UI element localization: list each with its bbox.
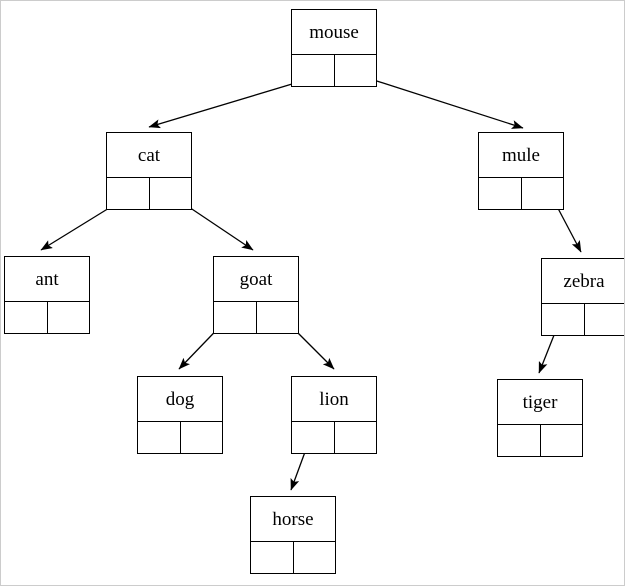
edge-mouse-right-to-mule xyxy=(354,73,524,129)
left-pointer-cell[interactable] xyxy=(292,422,335,453)
edge-mouse-left-to-cat xyxy=(148,77,313,129)
tree-node-label: dog xyxy=(138,377,222,422)
right-pointer-cell[interactable] xyxy=(257,302,299,333)
tree-node-pointer-cells xyxy=(292,55,376,86)
tree-node-pointer-cells xyxy=(498,425,582,456)
tree-node-tiger[interactable]: tiger xyxy=(497,379,583,457)
right-pointer-cell[interactable] xyxy=(585,304,625,335)
left-pointer-cell[interactable] xyxy=(214,302,257,333)
left-pointer-cell[interactable] xyxy=(479,178,522,209)
tree-node-label: goat xyxy=(214,257,298,302)
tree-node-pointer-cells xyxy=(479,178,563,209)
right-pointer-cell[interactable] xyxy=(541,425,583,456)
tree-node-mouse[interactable]: mouse xyxy=(291,9,377,87)
tree-node-label: ant xyxy=(5,257,89,302)
tree-node-label: tiger xyxy=(498,380,582,425)
tree-node-zebra[interactable]: zebra xyxy=(541,258,625,336)
right-pointer-cell[interactable] xyxy=(522,178,564,209)
tree-node-label: mule xyxy=(479,133,563,178)
tree-node-label: lion xyxy=(292,377,376,422)
tree-node-pointer-cells xyxy=(292,422,376,453)
left-pointer-cell[interactable] xyxy=(498,425,541,456)
tree-node-goat[interactable]: goat xyxy=(213,256,299,334)
left-pointer-cell[interactable] xyxy=(107,178,150,209)
tree-node-horse[interactable]: horse xyxy=(250,496,336,574)
tree-node-pointer-cells xyxy=(251,542,335,573)
right-pointer-cell[interactable] xyxy=(335,55,377,86)
left-pointer-cell[interactable] xyxy=(292,55,335,86)
tree-node-mule[interactable]: mule xyxy=(478,132,564,210)
left-pointer-cell[interactable] xyxy=(138,422,181,453)
right-pointer-cell[interactable] xyxy=(294,542,336,573)
tree-node-pointer-cells xyxy=(5,302,89,333)
tree-node-ant[interactable]: ant xyxy=(4,256,90,334)
left-pointer-cell[interactable] xyxy=(5,302,48,333)
left-pointer-cell[interactable] xyxy=(542,304,585,335)
tree-node-dog[interactable]: dog xyxy=(137,376,223,454)
right-pointer-cell[interactable] xyxy=(150,178,192,209)
right-pointer-cell[interactable] xyxy=(335,422,377,453)
right-pointer-cell[interactable] xyxy=(181,422,223,453)
tree-node-label: cat xyxy=(107,133,191,178)
tree-node-label: zebra xyxy=(542,259,624,304)
left-pointer-cell[interactable] xyxy=(251,542,294,573)
tree-node-pointer-cells xyxy=(542,304,625,335)
tree-node-label: mouse xyxy=(292,10,376,55)
tree-node-pointer-cells xyxy=(214,302,298,333)
tree-node-lion[interactable]: lion xyxy=(291,376,377,454)
tree-node-pointer-cells xyxy=(107,178,191,209)
right-pointer-cell[interactable] xyxy=(48,302,90,333)
tree-node-pointer-cells xyxy=(138,422,222,453)
tree-node-label: horse xyxy=(251,497,335,542)
tree-node-cat[interactable]: cat xyxy=(106,132,192,210)
